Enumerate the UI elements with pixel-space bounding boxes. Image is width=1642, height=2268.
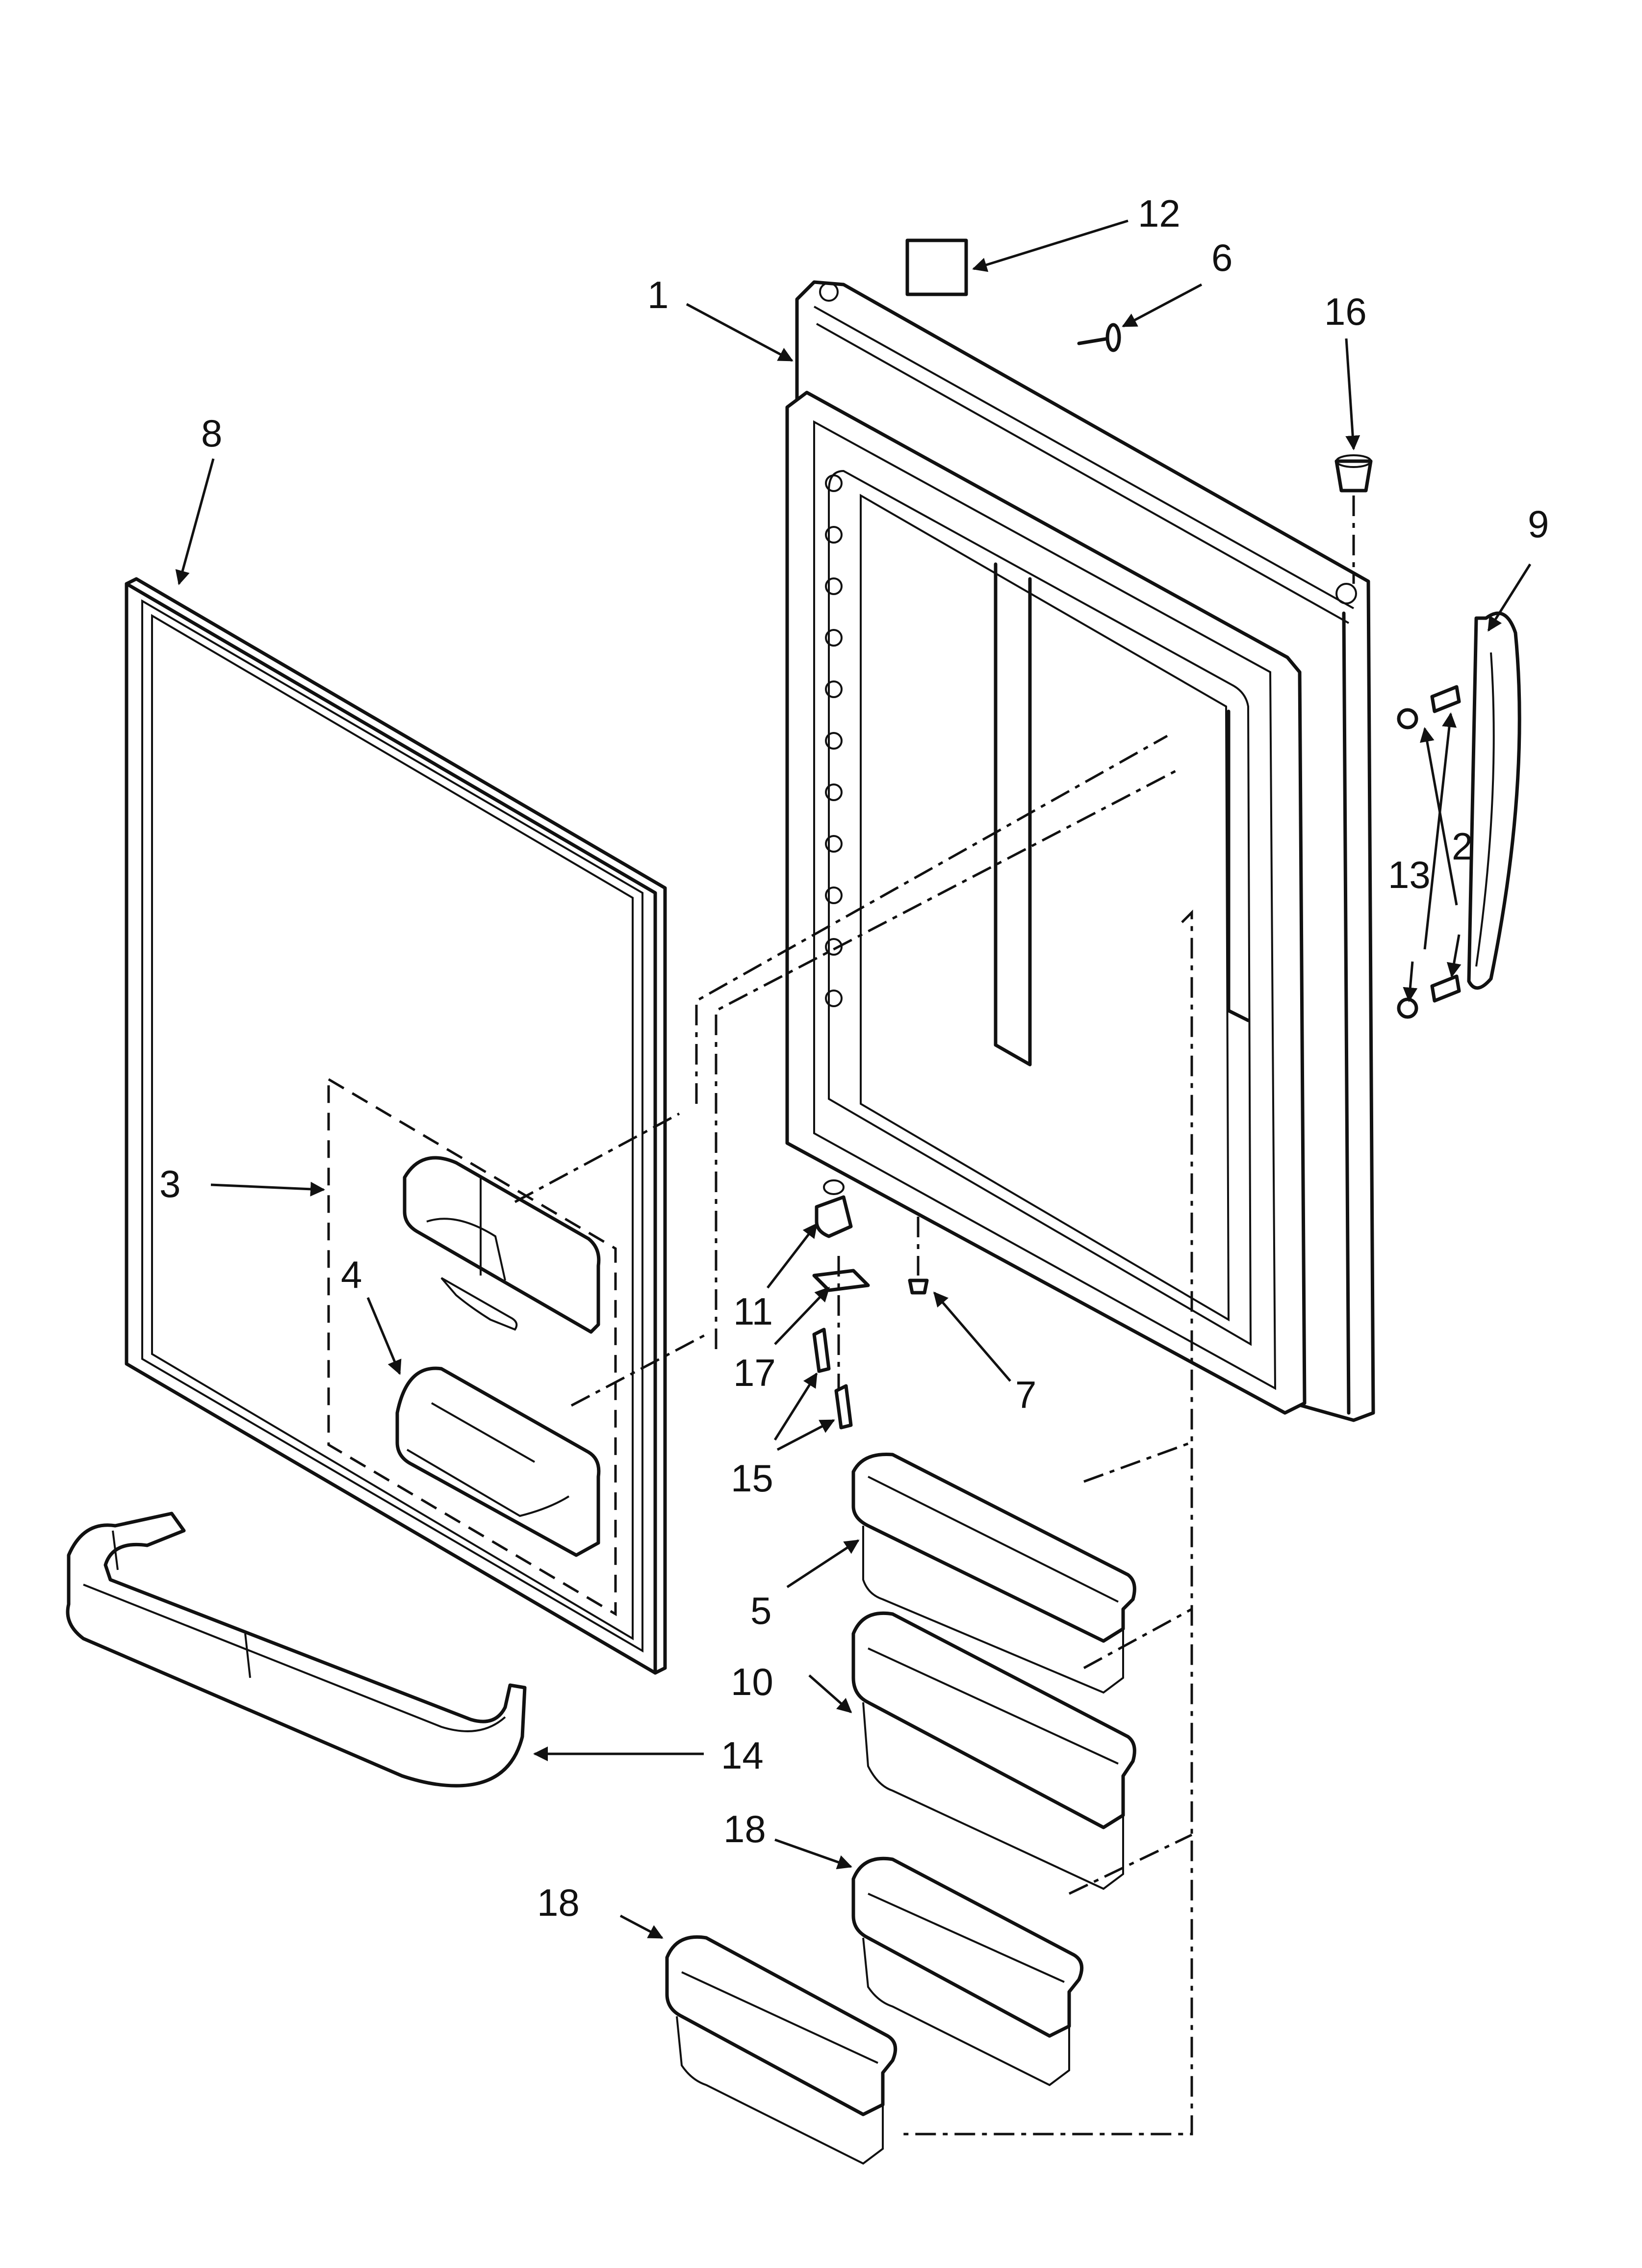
- callout-1: 1: [647, 273, 668, 316]
- callout-4: 4: [341, 1253, 362, 1296]
- door-screw: [1077, 323, 1121, 352]
- dispenser-housing: [327, 1077, 617, 1616]
- leader-lines: [175, 219, 1532, 1939]
- callout-9: 9: [1528, 502, 1549, 546]
- door-bin-small-left: [665, 1935, 898, 2165]
- assembly-centerlines: [514, 734, 1193, 2136]
- door-bin-large-lower: [851, 1611, 1136, 1890]
- callout-7: 7: [1015, 1373, 1036, 1416]
- callout-8: 8: [201, 412, 222, 455]
- door-shelf-bar: [66, 1512, 527, 1788]
- callout-12: 12: [1138, 192, 1180, 235]
- callout-6: 6: [1211, 236, 1232, 279]
- door-handle: [1467, 611, 1521, 990]
- callout-13: 13: [1388, 853, 1431, 896]
- callout-16: 16: [1324, 290, 1367, 333]
- door-label: [905, 238, 968, 296]
- callout-2: 2: [1452, 825, 1473, 868]
- callout-10: 10: [731, 1660, 773, 1703]
- door-stop: [908, 1278, 929, 1295]
- hinge-bracket: [812, 1269, 870, 1292]
- shelf-retainer-clips: [825, 474, 843, 1007]
- dispenser-tray: [395, 1366, 601, 1557]
- callout-3: 3: [159, 1162, 180, 1205]
- callout-14: 14: [721, 1734, 764, 1777]
- callouts: 12 6 1 16 8 9 13 2 3 4 11 17 7 15 5 10 1…: [159, 192, 1549, 1924]
- handle-screws: [1430, 685, 1461, 1003]
- callout-17: 17: [733, 1351, 776, 1394]
- handle-nuts: [1397, 708, 1418, 1019]
- door-bin-large-upper: [851, 1452, 1136, 1694]
- door-bin-small-right: [851, 1856, 1084, 2086]
- callout-11: 11: [733, 1290, 773, 1333]
- callout-5: 5: [750, 1589, 771, 1632]
- callout-15: 15: [731, 1457, 773, 1500]
- door-gasket: [785, 391, 1307, 1415]
- callout-18-lower: 18: [537, 1881, 580, 1924]
- door-liner-panel: [125, 577, 667, 1675]
- hinge-pin: [815, 1179, 853, 1238]
- hinge-screws: [812, 1328, 853, 1430]
- hinge-bushing: [1334, 454, 1373, 493]
- callout-18-upper: 18: [723, 1807, 766, 1851]
